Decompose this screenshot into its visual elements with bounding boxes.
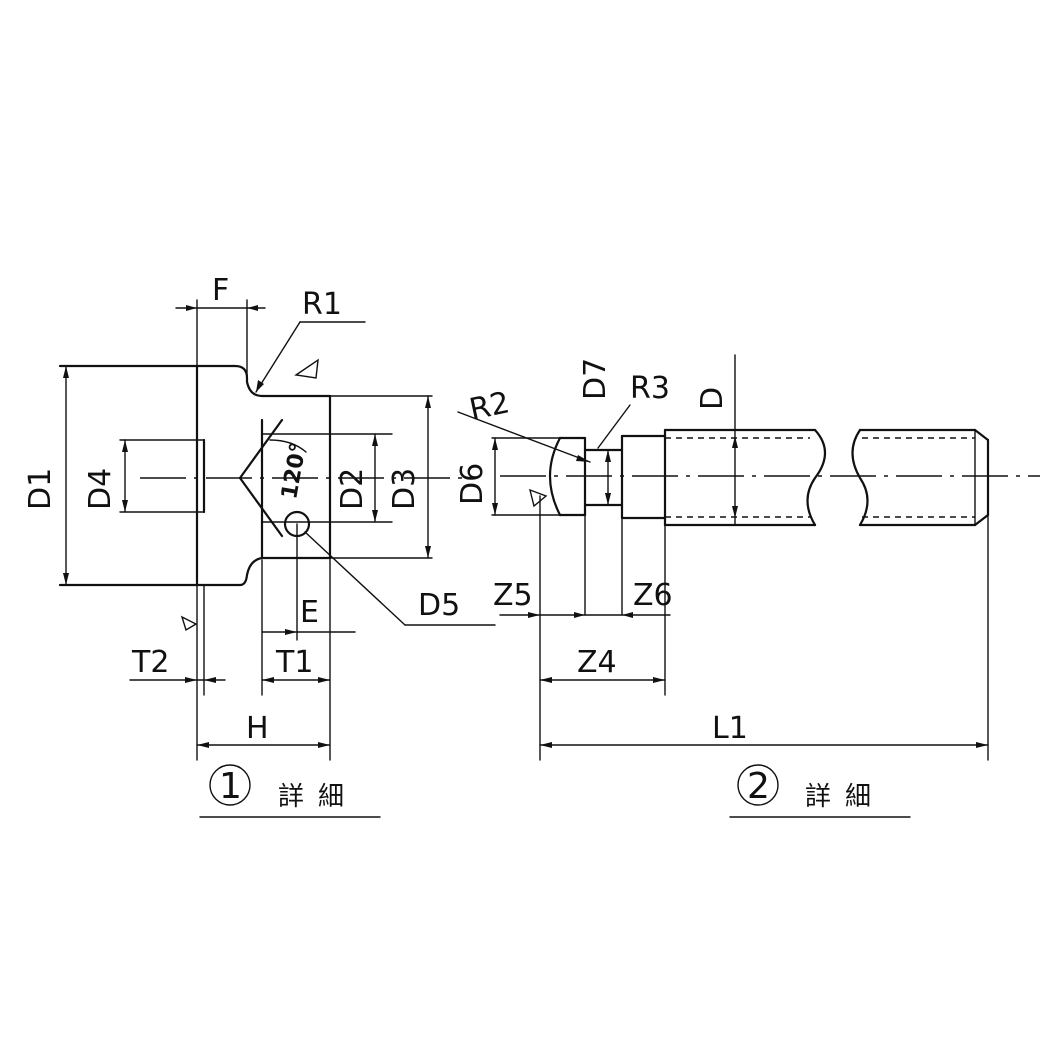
detail-2-arrows xyxy=(492,436,988,748)
label-R2: R2 xyxy=(466,385,512,428)
label-T2: T2 xyxy=(131,645,169,680)
label-angle: 120° xyxy=(277,441,312,501)
detail-2-outline xyxy=(528,428,990,616)
label-D3: D3 xyxy=(387,468,422,510)
label-E: E xyxy=(300,595,319,630)
label-L1: L1 xyxy=(712,711,748,746)
label-F: F xyxy=(212,273,229,308)
label-R1: R1 xyxy=(302,287,342,322)
label-H: H xyxy=(246,711,269,746)
label-R3: R3 xyxy=(630,371,670,406)
label-D4: D4 xyxy=(83,468,118,510)
label-Z5: Z5 xyxy=(493,578,533,613)
label-D7: D7 xyxy=(578,358,613,400)
label-Z6: Z6 xyxy=(633,578,673,613)
detail-1-caption: 1 詳細 xyxy=(199,764,381,818)
caption-1-text: 詳細 xyxy=(278,782,358,812)
label-D: D xyxy=(695,387,730,410)
label-Z4: Z4 xyxy=(577,645,617,680)
label-D6: D6 xyxy=(455,463,490,505)
label-D1: D1 xyxy=(23,468,58,510)
detail-1-outline xyxy=(58,358,433,641)
detail-2-dimensions xyxy=(457,354,989,761)
detail-1-arrows xyxy=(63,305,431,748)
label-D5: D5 xyxy=(418,588,460,623)
detail-2: R2 D7 R3 D D6 Z5 Z6 Z4 L1 2 詳細 xyxy=(455,354,1040,818)
detail-1: F R1 D1 D4 D2 D3 120° D5 E T1 T2 H 1 詳細 xyxy=(23,273,496,818)
caption-1-number: 1 xyxy=(219,766,242,807)
detail-1-dimensions xyxy=(65,299,496,761)
label-D2: D2 xyxy=(335,468,370,510)
detail-2-caption: 2 詳細 xyxy=(729,764,911,818)
caption-2-number: 2 xyxy=(747,766,770,807)
caption-2-text: 詳細 xyxy=(805,782,885,812)
label-T1: T1 xyxy=(275,645,313,680)
